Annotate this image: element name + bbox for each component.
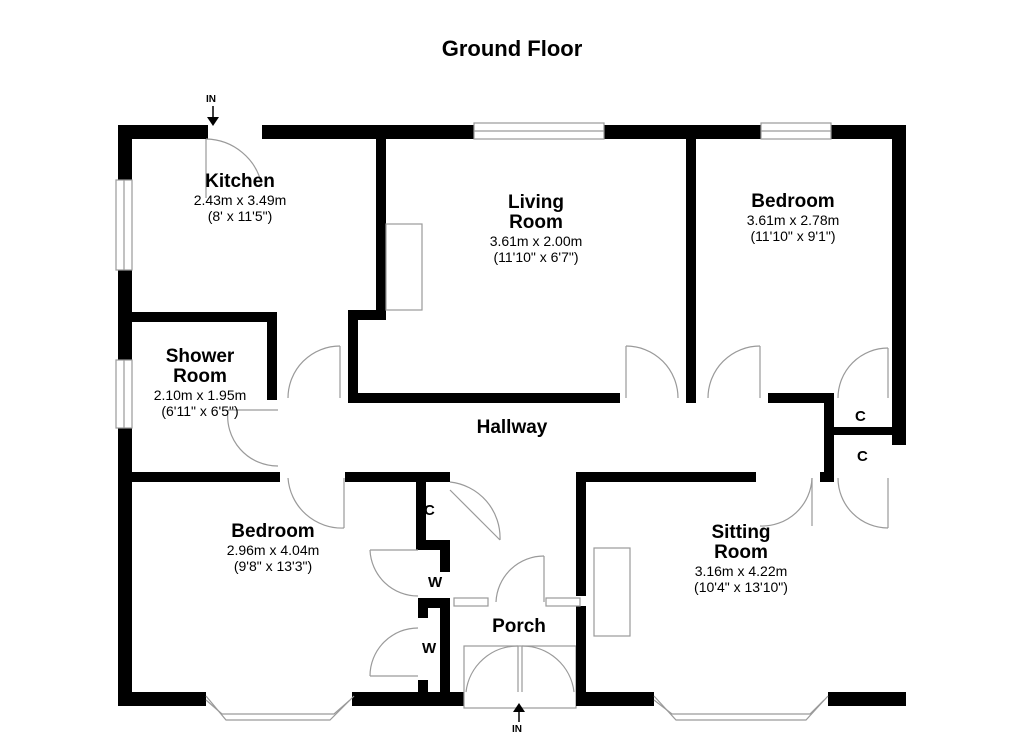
room-dim-imperial: (6'11" x 6'5") [161, 402, 239, 419]
room-shower: Shower Room 2.10m x 1.95m (6'11" x 6'5") [120, 347, 280, 419]
interior-walls [132, 139, 904, 706]
room-dim-imperial: (11'10" x 6'7") [493, 248, 579, 265]
entrance-arrows [207, 106, 525, 722]
room-name: Shower [165, 346, 235, 367]
room-kitchen: Kitchen 2.43m x 3.49m (8' x 11'5") [160, 172, 320, 224]
room-porch: Porch [469, 617, 569, 637]
doors [205, 138, 889, 693]
room-hallway: Hallway [452, 418, 572, 438]
entrance-label-bottom: IN [512, 724, 522, 735]
room-dim-imperial: (8' x 11'5") [207, 208, 273, 225]
plan-title: Ground Floor [441, 36, 583, 61]
room-dim-metric: 2.96m x 4.04m [226, 541, 320, 558]
room-dim-imperial: (10'4" x 13'10") [694, 578, 788, 595]
room-dim-metric: 2.10m x 1.95m [153, 386, 247, 403]
room-name: Porch [492, 616, 546, 637]
outer-walls [118, 125, 906, 706]
room-name: Bedroom [231, 521, 315, 542]
room-name: Hallway [476, 417, 548, 438]
room-name: Living [508, 192, 564, 213]
room-dim-imperial: (11'10" x 9'1") [750, 228, 836, 245]
room-dim-imperial: (9'8" x 13'3") [233, 558, 313, 575]
room-dim-metric: 3.16m x 4.22m [694, 562, 788, 579]
windows [115, 122, 832, 721]
room-name-2: Room [173, 365, 227, 387]
room-name: Sitting [711, 522, 771, 543]
entrance-label-top: IN [206, 94, 216, 105]
room-sitting: Sitting Room 3.16m x 4.22m (10'4" x 13'1… [661, 523, 821, 595]
room-living: Living Room 3.61m x 2.00m (11'10" x 6'7"… [456, 193, 616, 265]
room-name-2: Room [714, 541, 768, 563]
room-bedroom-1: Bedroom 3.61m x 2.78m (11'10" x 9'1") [713, 192, 873, 244]
cupboard-label-c-right-top: C [855, 408, 866, 425]
room-dim-metric: 3.61m x 2.78m [746, 211, 840, 228]
room-name-2: Room [509, 211, 563, 233]
fireplaces [385, 223, 631, 637]
cupboard-label-w-lower: W [422, 640, 437, 657]
room-bedroom-2: Bedroom 2.96m x 4.04m (9'8" x 13'3") [193, 522, 353, 574]
room-dim-metric: 3.61m x 2.00m [489, 232, 583, 249]
room-name: Bedroom [751, 191, 835, 212]
cupboard-label-c-right-bottom: C [857, 448, 868, 465]
cupboard-label-c-left: C [424, 502, 435, 519]
cupboard-label-w-upper: W [428, 574, 443, 591]
room-name: Kitchen [205, 171, 275, 192]
room-dim-metric: 2.43m x 3.49m [193, 191, 287, 208]
